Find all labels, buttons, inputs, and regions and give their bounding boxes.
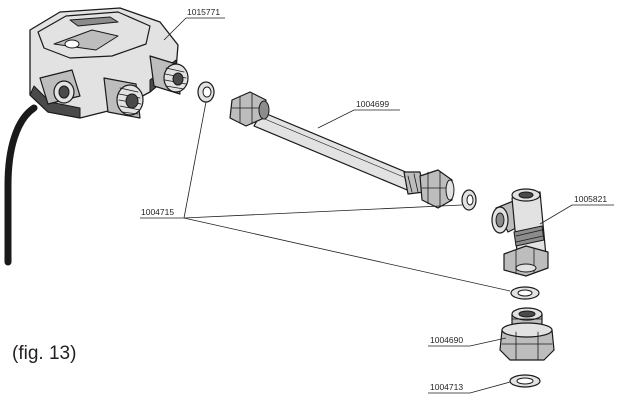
leader-washer-2 (184, 205, 462, 218)
part-number-nut-adapter: 1004690 (430, 335, 463, 345)
bottom-washer-part (510, 375, 540, 387)
tee-fitting-part (492, 189, 548, 276)
valve-head-part (8, 8, 188, 262)
washer-1 (198, 82, 214, 102)
part-number-bottom-washer: 1004713 (430, 382, 463, 392)
washer-3 (511, 287, 539, 299)
leader-washer-1 (184, 102, 206, 218)
leader-tee (540, 205, 614, 224)
part-number-valve-head: 1015771 (187, 7, 220, 17)
leader-washer-3 (184, 218, 510, 291)
leader-valve-head (164, 18, 225, 40)
hose-part (230, 92, 454, 208)
part-number-hose: 1004699 (356, 99, 389, 109)
leader-hose (318, 110, 400, 128)
part-number-washers: 1004715 (141, 207, 174, 217)
part-number-tee-fitting: 1005821 (574, 194, 607, 204)
nut-adapter-part (500, 308, 554, 360)
figure-caption: (fig. 13) (12, 343, 76, 365)
washer-2 (462, 190, 476, 210)
